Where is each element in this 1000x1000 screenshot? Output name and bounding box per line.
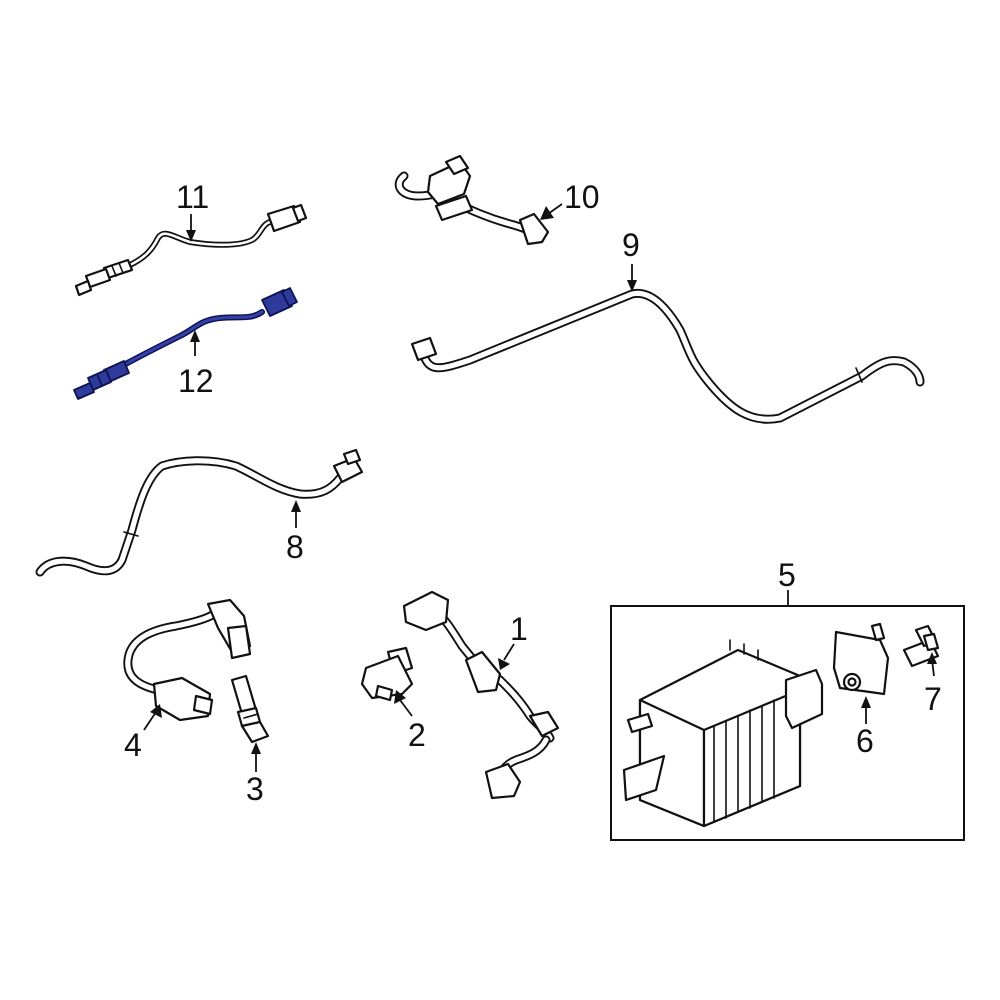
callout-12: 12 — [178, 363, 214, 399]
part-12-oxygen-sensor-highlighted[interactable] — [73, 287, 298, 400]
callout-6: 6 — [856, 723, 874, 759]
callout-4: 4 — [124, 727, 142, 763]
part-8-vapor-tube[interactable] — [35, 448, 364, 577]
part-10-vapor-hose[interactable] — [394, 154, 550, 246]
part-3-sensor[interactable] — [230, 674, 270, 744]
callout-3: 3 — [246, 771, 264, 807]
callout-8: 8 — [286, 529, 304, 565]
callout-2: 2 — [408, 717, 426, 753]
callout-1: 1 — [510, 611, 528, 647]
callout-11: 11 — [176, 179, 209, 215]
callout-7: 7 — [924, 681, 942, 717]
part-1-purge-hose[interactable] — [402, 590, 560, 800]
callout-9: 9 — [622, 227, 640, 263]
part-2-sensor[interactable] — [360, 646, 414, 702]
part-9-vapor-tube[interactable] — [410, 288, 925, 424]
callout-10: 10 — [564, 179, 600, 215]
part-4-purge-hose[interactable] — [123, 598, 252, 722]
part-6-purge-valve[interactable] — [832, 622, 890, 696]
part-11-oxygen-sensor[interactable] — [74, 203, 308, 297]
callout-5: 5 — [778, 557, 796, 593]
part-7-connector[interactable] — [902, 624, 940, 668]
callout-labels: 11 12 10 9 8 4 3 2 1 5 6 7 — [124, 179, 942, 807]
part-5-vapor-canister[interactable] — [610, 605, 965, 841]
leader-lines — [143, 203, 937, 772]
